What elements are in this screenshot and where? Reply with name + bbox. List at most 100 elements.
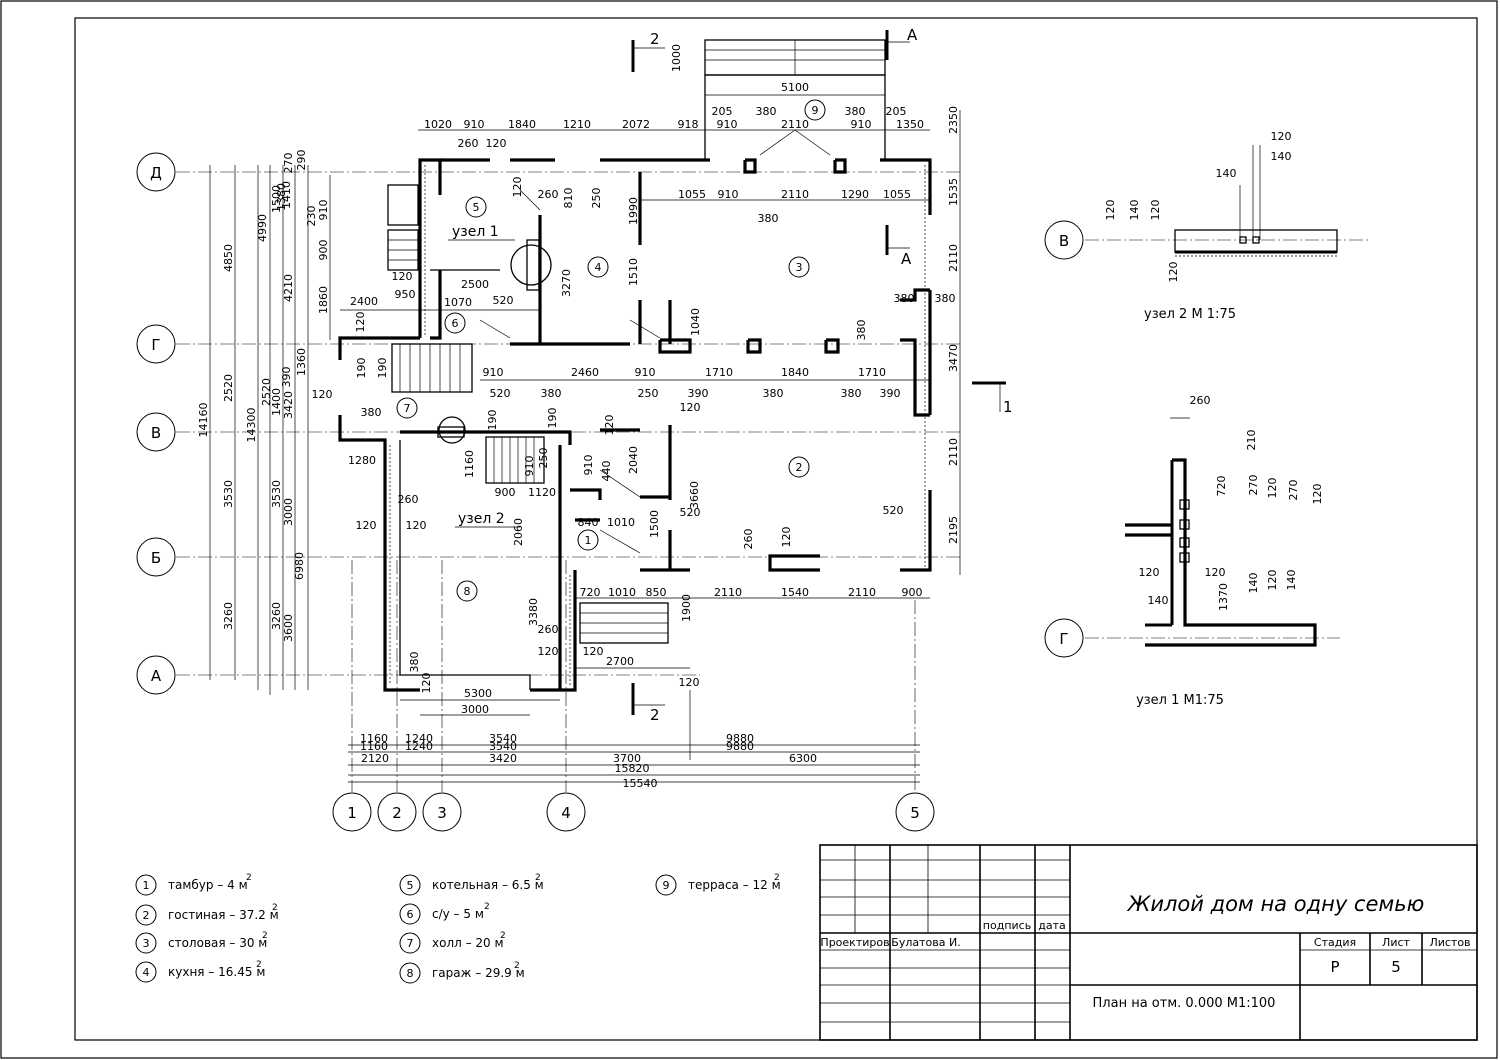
svg-text:270: 270 [1247,475,1260,496]
svg-text:6300: 6300 [789,752,817,765]
svg-text:2060: 2060 [512,518,525,546]
svg-text:6: 6 [452,317,459,330]
svg-text:380: 380 [758,212,779,225]
svg-text:1710: 1710 [858,366,886,379]
svg-text:1: 1 [143,879,150,892]
room-markers: 1 2 3 4 5 6 7 8 9 [396,99,826,602]
svg-text:205: 205 [886,105,907,118]
svg-text:4990: 4990 [256,214,269,242]
svg-text:2195: 2195 [947,516,960,544]
svg-text:1000: 1000 [670,44,683,72]
room-marker-7: 7 [396,397,418,419]
svg-text:260: 260 [1190,394,1211,407]
svg-text:120: 120 [679,676,700,689]
svg-text:1710: 1710 [705,366,733,379]
svg-text:918: 918 [678,118,699,131]
svg-text:1535: 1535 [947,178,960,206]
svg-text:А: А [907,26,918,44]
svg-text:2: 2 [392,804,402,822]
svg-text:котельная – 6.5 м: котельная – 6.5 м [432,878,544,892]
svg-text:3260: 3260 [270,602,283,630]
svg-text:4: 4 [143,966,150,979]
svg-text:2350: 2350 [947,106,960,134]
svg-text:140: 140 [1148,594,1169,607]
svg-text:380: 380 [894,292,915,305]
svg-text:1410: 1410 [280,181,293,209]
svg-text:390: 390 [280,367,293,388]
svg-text:15820: 15820 [615,762,650,775]
svg-text:3270: 3270 [560,269,573,297]
svg-text:2: 2 [500,931,506,941]
svg-text:9: 9 [812,104,819,117]
svg-text:270: 270 [282,153,295,174]
svg-text:1840: 1840 [781,366,809,379]
svg-text:910: 910 [717,118,738,131]
svg-text:120: 120 [1104,200,1117,221]
room-marker-2: 2 [788,456,810,478]
tb-sheet-value: 5 [1391,958,1401,976]
svg-text:910: 910 [851,118,872,131]
svg-text:120: 120 [1311,484,1324,505]
svg-text:120: 120 [1266,570,1279,591]
svg-text:3260: 3260 [222,602,235,630]
svg-text:1: 1 [347,804,357,822]
svg-text:1160: 1160 [360,732,388,745]
svg-text:910: 910 [317,200,330,221]
tb-role: Проектиров [820,936,889,949]
node2-detail: В 120 140 140 120 140 120 120 узел 2 М 1… [1044,130,1370,322]
svg-text:1900: 1900 [680,594,693,622]
svg-text:380: 380 [756,105,777,118]
dims-top: 1020 910 1840 1210 2072 918 910 380 2110… [424,44,960,305]
svg-text:520: 520 [680,506,701,519]
svg-text:1055: 1055 [883,188,911,201]
svg-text:190: 190 [486,410,499,431]
svg-text:2110: 2110 [714,586,742,599]
svg-text:120: 120 [1205,566,1226,579]
svg-text:2120: 2120 [361,752,389,765]
svg-text:120: 120 [680,401,701,414]
svg-text:1500: 1500 [270,185,283,213]
legend-item: 3 столовая – 30 м2 [135,931,268,954]
svg-text:720: 720 [1215,476,1228,497]
legend-item: 7 холл – 20 м2 [399,931,506,954]
svg-text:1010: 1010 [607,516,635,529]
tb-stage-label: Стадия [1314,936,1356,949]
svg-text:5: 5 [407,879,414,892]
svg-text:2520: 2520 [222,374,235,402]
axis-bubble-4: 4 [546,792,586,832]
svg-text:1370: 1370 [1217,583,1230,611]
svg-text:6: 6 [407,908,414,921]
svg-text:120: 120 [603,415,616,436]
svg-text:7: 7 [404,402,411,415]
svg-text:9: 9 [663,879,670,892]
svg-text:В: В [1059,232,1069,250]
svg-text:2460: 2460 [571,366,599,379]
svg-text:1160: 1160 [463,450,476,478]
svg-text:1: 1 [1003,398,1013,416]
section-marks: 2 2 А А 1 [631,26,1013,724]
svg-text:190: 190 [546,408,559,429]
dims-bottom: 1160 1240 3540 9880 1160 1240 3540 9880 … [360,732,817,790]
svg-text:840: 840 [578,516,599,529]
svg-text:380: 380 [541,387,562,400]
svg-text:3530: 3530 [270,480,283,508]
svg-text:1210: 1210 [563,118,591,131]
svg-text:2072: 2072 [622,118,650,131]
legend-item: 8 гараж – 29.9 м2 [399,961,525,984]
svg-text:190: 190 [355,358,368,379]
svg-text:2: 2 [256,960,262,970]
door-swings [479,189,661,554]
svg-text:440: 440 [600,461,613,482]
svg-text:140: 140 [1285,570,1298,591]
svg-text:2110: 2110 [947,438,960,466]
svg-text:140: 140 [1271,150,1292,163]
svg-text:390: 390 [880,387,901,400]
legend-item: 1 тамбур – 4 м2 [135,873,252,896]
axis-bubble-2: 2 [377,792,417,832]
svg-text:2040: 2040 [627,446,640,474]
svg-text:380: 380 [845,105,866,118]
svg-text:120: 120 [1266,478,1279,499]
svg-text:3000: 3000 [461,703,489,716]
